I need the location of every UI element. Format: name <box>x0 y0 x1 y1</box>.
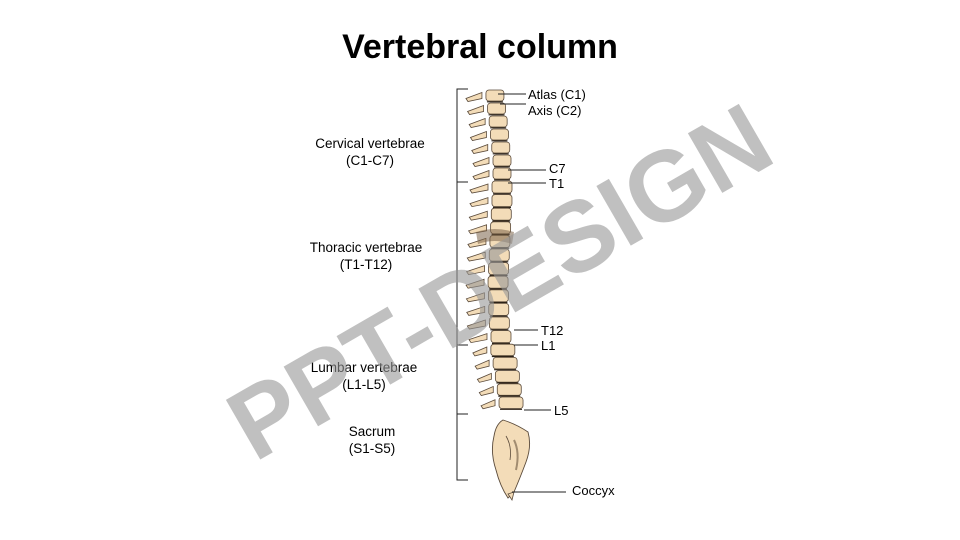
label-t12: T12 <box>541 323 564 338</box>
vertebra <box>488 115 508 128</box>
vertebra <box>487 275 509 289</box>
region-label-cervical: Cervical vertebrae (C1-C7) <box>295 135 445 169</box>
vertebra <box>498 396 524 409</box>
label-coccyx: Coccyx <box>572 483 615 498</box>
region-range: (C1-C7) <box>345 153 394 168</box>
label-c7: C7 <box>549 161 566 176</box>
sacrum-shadow <box>513 439 519 471</box>
region-range: (S1-S5) <box>348 441 396 456</box>
spinous-process <box>465 278 485 289</box>
spinous-process <box>468 117 486 128</box>
spinous-process <box>466 319 486 330</box>
region-label-sacrum: Sacrum (S1-S5) <box>297 423 447 457</box>
vertebra <box>488 302 510 316</box>
spinous-process <box>472 169 490 180</box>
spinous-process <box>465 292 485 303</box>
vertebra <box>496 383 522 396</box>
vertebra <box>487 289 509 303</box>
vertebra <box>490 343 516 357</box>
vertebra <box>494 370 520 383</box>
vertebra <box>488 262 509 276</box>
spinous-process <box>468 210 488 221</box>
vertebra <box>492 167 512 180</box>
spinous-process <box>472 156 490 167</box>
vertebra <box>488 248 510 262</box>
spinous-process <box>478 385 494 397</box>
region-label-thoracic: Thoracic vertebrae (T1-T12) <box>291 239 441 273</box>
label-atlas: Atlas (C1) <box>528 87 586 102</box>
vertebra <box>491 141 511 154</box>
region-bracket <box>456 88 468 481</box>
sacrum-detail <box>505 435 511 461</box>
label-l5: L5 <box>554 403 569 418</box>
region-name: Cervical vertebrae <box>315 136 425 151</box>
region-range: (T1-T12) <box>339 257 393 272</box>
diagram-title: Vertebral column <box>342 28 618 66</box>
vertebra <box>491 180 513 194</box>
spinous-process <box>476 372 492 383</box>
spinous-process <box>465 91 483 102</box>
vertebra <box>490 128 509 141</box>
vertebra <box>487 102 506 115</box>
region-range: (L1-L5) <box>342 377 386 392</box>
spinous-process <box>465 265 485 276</box>
region-label-lumbar: Lumbar vertebrae (L1-L5) <box>289 359 439 393</box>
sacrum <box>491 419 531 499</box>
vertebra <box>490 330 512 344</box>
label-axis: Axis (C2) <box>528 103 582 118</box>
vertebra <box>492 356 518 370</box>
label-t1: T1 <box>549 176 565 191</box>
region-name: Lumbar vertebrae <box>310 360 418 375</box>
vertebra <box>485 89 505 102</box>
spinous-process <box>474 359 490 370</box>
spinous-process <box>466 305 486 316</box>
vertebra <box>491 194 513 208</box>
vertebra <box>492 154 512 167</box>
leader-lines <box>498 93 566 493</box>
spinous-process <box>472 346 488 357</box>
spinous-process <box>469 183 489 194</box>
label-l1: L1 <box>541 338 556 353</box>
spinal-column <box>465 89 531 501</box>
vertebra <box>488 316 510 330</box>
coccyx <box>507 491 515 501</box>
spinous-process <box>469 130 487 141</box>
spinous-process <box>466 251 486 262</box>
region-name: Thoracic vertebrae <box>309 240 423 255</box>
spinous-process <box>468 333 488 344</box>
spinous-process <box>480 399 496 410</box>
spinous-process <box>469 197 489 208</box>
region-name: Sacrum <box>348 424 396 439</box>
spinous-process <box>466 104 484 115</box>
shadow <box>476 229 514 244</box>
vertebra <box>490 207 512 221</box>
spinous-process <box>471 143 489 154</box>
